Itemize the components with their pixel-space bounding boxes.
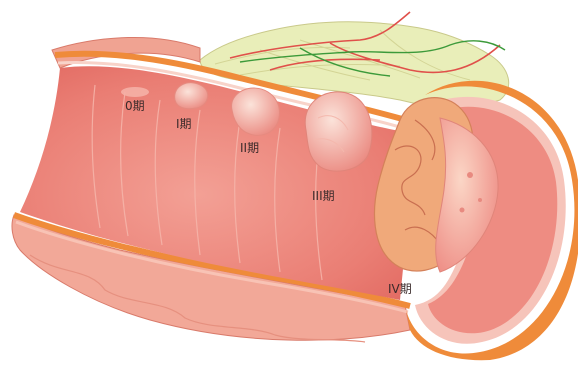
stage-2-label: II期 [240, 142, 259, 154]
stage-1-label: I期 [176, 118, 192, 130]
stage-0-label: 0期 [125, 100, 145, 112]
stage-3-label: III期 [312, 190, 335, 202]
stage-4-label: IV期 [388, 283, 412, 295]
